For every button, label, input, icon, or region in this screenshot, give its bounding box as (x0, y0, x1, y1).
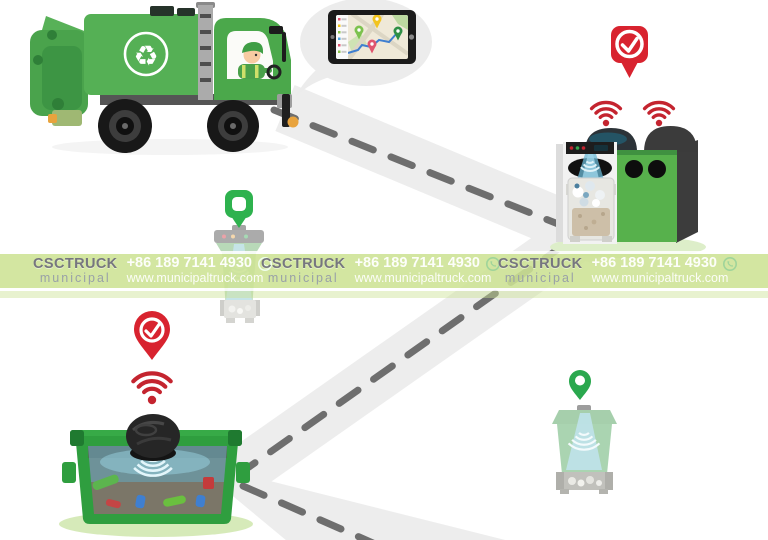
station-side (676, 140, 698, 243)
driver (238, 42, 282, 80)
tablet-camera-icon (330, 35, 335, 39)
location-pin-icon (569, 370, 591, 400)
dumpster-handle (62, 462, 76, 483)
brand-logo: CSCTRUCK municipal (498, 255, 583, 285)
brand-name: CSCTRUCK (33, 255, 118, 272)
brand-logo: CSCTRUCK municipal (261, 255, 346, 285)
location-pin-icon (225, 190, 253, 228)
driver-cap (242, 42, 263, 54)
map-pin-icon (393, 26, 403, 41)
truck-rear-loader (30, 16, 92, 126)
truck-wheel (98, 99, 152, 153)
brand-subtitle: municipal (504, 270, 576, 285)
route-roads (225, 84, 615, 540)
brand-name: CSCTRUCK (498, 255, 583, 272)
dumpster-interior (88, 446, 227, 514)
truck-wheel (207, 100, 259, 152)
phone-number: +86 189 7141 4930 (591, 255, 738, 272)
sensor-panel (566, 142, 614, 154)
wheelie-bin-ghost (552, 405, 617, 494)
map-pin-icon (354, 25, 364, 40)
map-list (338, 18, 347, 53)
side-mirror-icon (269, 26, 283, 34)
truck-vent (150, 6, 174, 16)
watermark-unit: CSCTRUCK municipal +86 189 7141 4930 www… (261, 255, 501, 286)
contact-block: +86 189 7141 4930 www.municipaltruck.com (591, 255, 738, 286)
wifi-signal-icon (589, 100, 623, 127)
sensor-dome (126, 414, 180, 461)
truck-vent (177, 8, 195, 16)
station-top-right (644, 126, 697, 152)
svg-text:♻: ♻ (133, 41, 158, 72)
bin-hole (648, 160, 666, 178)
checkmark-pin-icon (611, 26, 648, 78)
map-content (336, 15, 408, 59)
inner-bin-cutaway (566, 177, 616, 242)
brand-logo: CSCTRUCK municipal (33, 255, 118, 285)
band-top-line (0, 251, 768, 254)
bubble-tail (296, 70, 330, 96)
truck-body (84, 14, 212, 95)
whatsapp-icon (257, 257, 272, 271)
watermark-unit: CSCTRUCK municipal +86 189 7141 4930 www… (33, 255, 273, 286)
band-core: CSCTRUCK municipal +86 189 7141 4930 www… (0, 254, 768, 288)
contact-block: +86 189 7141 4930 www.municipaltruck.com (354, 255, 501, 286)
driver-speech-bubble (296, 0, 432, 96)
dumpster-handle (236, 462, 250, 483)
wifi-signal-icon (131, 371, 173, 405)
brand-subtitle: municipal (267, 270, 339, 285)
dumpster-trash (92, 474, 214, 509)
sensor-beam-arcs (580, 160, 600, 172)
smart-dumpster (59, 414, 253, 537)
phone-number: +86 189 7141 4930 (126, 255, 273, 272)
checkmark-pin-icon (134, 311, 170, 360)
station-right-front (617, 150, 677, 242)
watermark-band: CSCTRUCK municipal +86 189 7141 4930 www… (0, 251, 768, 298)
map-pin-icon (367, 39, 377, 54)
bin-hole (625, 160, 643, 178)
phone-text: +86 189 7141 4930 (354, 255, 480, 272)
whatsapp-icon (722, 257, 737, 271)
brand-subtitle: municipal (39, 270, 111, 285)
website-url: www.municipaltruck.com (591, 271, 729, 285)
garbage-truck: ♻ (30, 2, 299, 153)
website-url: www.municipaltruck.com (354, 271, 492, 285)
phone-number: +86 189 7141 4930 (354, 255, 501, 272)
truck-cab (214, 18, 299, 128)
smart-bin-station (550, 126, 706, 258)
truck-ladder (196, 2, 215, 100)
watermark-unit: CSCTRUCK municipal +86 189 7141 4930 www… (498, 255, 738, 286)
brand-name: CSCTRUCK (261, 255, 346, 272)
whatsapp-icon (485, 257, 500, 271)
phone-text: +86 189 7141 4930 (126, 255, 252, 272)
phone-text: +86 189 7141 4930 (591, 255, 717, 272)
website-url: www.municipaltruck.com (126, 271, 264, 285)
recycle-emblem-icon: ♻ (123, 31, 169, 77)
steering-wheel (266, 64, 282, 80)
tablet-device (328, 10, 416, 64)
map-pin-icon (372, 15, 382, 29)
contact-block: +86 189 7141 4930 www.municipaltruck.com (126, 255, 273, 286)
tablet-home-button (408, 34, 415, 40)
front-light (287, 116, 299, 128)
truck-chassis (100, 94, 282, 105)
wifi-signal-icon (642, 100, 676, 127)
band-bottom-line (0, 288, 768, 291)
band-fade (0, 291, 768, 298)
